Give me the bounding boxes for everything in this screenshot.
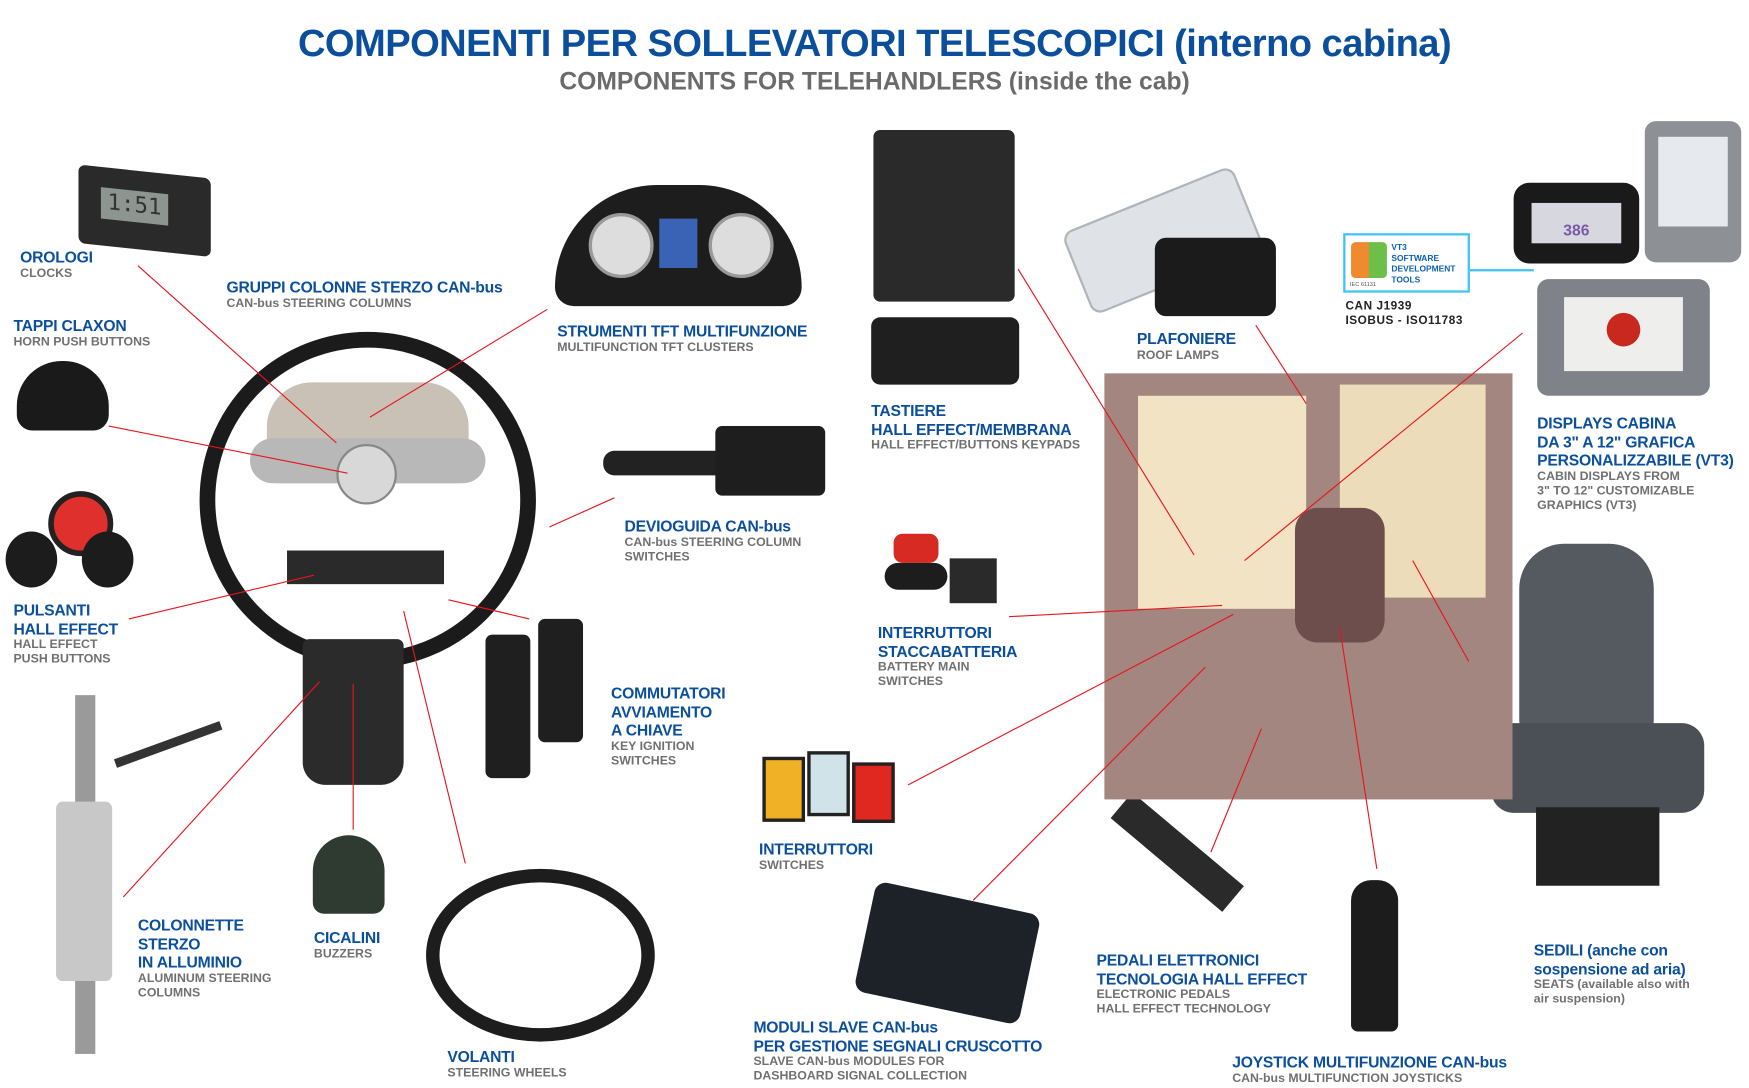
leader-switches [907,613,1234,786]
buzzer-image [312,835,385,914]
battery-switches-image [880,514,1009,615]
horn-button-image [16,361,109,431]
vt3-logo-box: IEC 61131 VT3 SOFTWARE DEVELOPMENT TOOLS [1343,233,1470,293]
aluminum-column-image [50,695,229,1054]
leader-horn [108,425,348,474]
label-clocks: OROLOGI CLOCKS [20,247,93,280]
cab-photo [1104,373,1513,800]
label-joystick: JOYSTICK MULTIFUNZIONE CAN-bus CAN-bus M… [1232,1052,1507,1085]
display-12in-image [1537,279,1710,396]
label-displays: DISPLAYS CABINA DA 3" A 12" GRAFICA PERS… [1537,413,1734,512]
label-wheels: VOLANTI STEERING WHEELS [447,1047,567,1080]
leader-seats [1412,560,1470,662]
tft-cluster-image [554,184,802,307]
label-key: COMMUTATORI AVVIAMENTO A CHIAVE KEY IGNI… [611,683,726,768]
can-protocols: CAN J1939 ISOBUS - ISO11783 [1345,299,1463,328]
membrane-keypad-image [871,317,1020,385]
rocker-switches-image [762,740,908,823]
leader-pedals [1210,728,1262,853]
leader-tft [369,308,548,418]
leader-battery [1009,604,1223,618]
key-switches-image [477,614,600,780]
label-switches: INTERRUTTORI SWITCHES [759,839,873,872]
label-columns: COLONNETTE STERZO IN ALLUMINIO ALUMINUM … [137,916,272,1000]
label-tft: STRUMENTI TFT MULTIFUNZIONE MULTIFUNCTIO… [557,321,808,354]
label-modules: MODULI SLAVE CAN-bus PER GESTIONE SEGNAL… [753,1018,1043,1084]
leader-columns [122,681,320,898]
display-vertical-image [1644,121,1742,263]
seat-image [1458,543,1716,903]
page-subtitle: COMPONENTS FOR TELEHANDLERS (inside the … [559,67,1190,96]
leader-clocks [137,265,337,444]
hall-push-buttons-image [5,491,141,594]
leader-keypads [1017,268,1195,556]
label-battery: INTERRUTTORI STACCABATTERIA BATTERY MAIN… [877,623,1018,689]
leader-lamps [1255,324,1307,404]
joystick-image [1351,880,1399,1032]
label-buzzers: CICALINI BUZZERS [313,928,381,961]
label-pushbuttons: PULSANTI HALL EFFECT HALL EFFECT PUSH BU… [13,600,118,666]
leader-modules [972,666,1206,901]
leader-displays [1244,332,1523,562]
leader-joystick [1339,627,1378,870]
label-pedals: PEDALI ELETTRONICI TECNOLOGIA HALL EFFEC… [1096,950,1308,1016]
leader-wheels [403,610,466,864]
label-seats: SEDILI (anche con sospensione ad aria) S… [1533,940,1690,1006]
label-keypads: TASTIERE HALL EFFECT/MEMBRANA HALL EFFEC… [871,401,1081,452]
stalk-switch-image [603,426,827,500]
page-title: COMPONENTI PER SOLLEVATORI TELESCOPICI (… [297,22,1452,66]
keypad-image [873,130,1015,302]
leader-devio [549,497,615,528]
label-horn: TAPPI CLAXON HORN PUSH BUTTONS [13,316,151,349]
leader-pushbuttons [128,574,315,620]
display-round-image: 386 [1513,182,1640,264]
label-lamps: PLAFONIERE ROOF LAMPS [1136,329,1236,362]
label-devio: DEVIOGUIDA CAN-bus CAN-bus STEERING COLU… [624,516,802,564]
vt3-logo-icon [1351,242,1387,279]
leader-key [448,599,530,620]
label-steering-groups: GRUPPI COLONNE STERZO CAN-bus CAN-bus ST… [226,278,503,311]
roof-lamp-black-image [1154,237,1276,317]
